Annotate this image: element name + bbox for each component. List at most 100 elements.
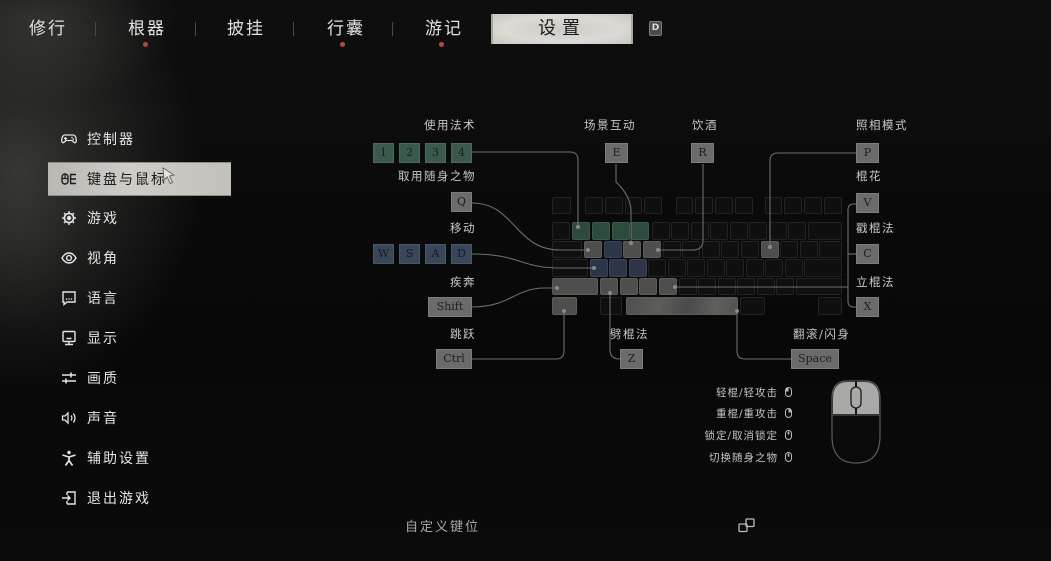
keyboard-key	[819, 241, 842, 258]
key-p[interactable]: P	[856, 143, 879, 163]
key-shift[interactable]: Shift	[428, 297, 472, 317]
mouse-binding-label: 切换随身之物	[709, 452, 778, 464]
key-3[interactable]: 3	[425, 143, 446, 163]
tab-journal[interactable]: 游记	[425, 19, 463, 39]
tab-cultivation[interactable]: 修行	[29, 19, 67, 39]
sidebar-item-label: 游戏	[87, 211, 119, 227]
mouse-binding-label: 锁定/取消锁定	[704, 430, 778, 442]
key-space[interactable]: Space	[791, 349, 839, 369]
key-d[interactable]: D	[451, 244, 472, 264]
key-s[interactable]: S	[399, 244, 420, 264]
key-z[interactable]: Z	[620, 349, 643, 369]
keyboard-key	[765, 259, 783, 277]
accessibility-icon	[62, 450, 76, 466]
key-2[interactable]: 2	[399, 143, 420, 163]
keyboard-key-highlighted	[629, 259, 647, 277]
key-w[interactable]: W	[373, 244, 394, 264]
binding-label-drink: 饮酒	[692, 118, 718, 132]
keyboard-key	[824, 197, 842, 214]
sidebar-item-quit-game[interactable]: 退出游戏	[48, 481, 231, 515]
tab-equipment[interactable]: 披挂	[227, 19, 265, 39]
keyboard-key	[808, 222, 842, 240]
keyboard-key	[676, 197, 693, 214]
sidebar-item-language[interactable]: 语言	[48, 281, 231, 315]
keyboard-key	[710, 222, 728, 240]
keyboard-key	[746, 259, 764, 277]
keyboard-key-highlighted	[590, 259, 608, 277]
notification-dot	[340, 42, 345, 47]
keyboard-key-highlighted	[761, 241, 779, 258]
keyboard-key-highlighted	[659, 278, 677, 295]
keyboard-key-highlighted	[612, 222, 630, 240]
key-x[interactable]: X	[856, 297, 879, 317]
tab-inventory[interactable]: 行囊	[327, 19, 365, 39]
key-v[interactable]: V	[856, 193, 879, 213]
window-restore-icon[interactable]	[738, 518, 755, 533]
keyboard-key	[687, 259, 705, 277]
key-1[interactable]: 1	[373, 143, 394, 163]
sidebar-item-display[interactable]: 显示	[48, 321, 231, 355]
keyboard-key	[671, 222, 689, 240]
keyboard-key	[730, 222, 748, 240]
key-a[interactable]: A	[425, 244, 446, 264]
right-click-icon	[785, 408, 792, 418]
customize-keybindings-button[interactable]: 自定义键位	[405, 520, 481, 535]
left-click-icon	[785, 387, 792, 397]
keyboard-key-highlighted	[626, 297, 738, 315]
mouse-binding-label: 轻棍/轻攻击	[715, 387, 778, 399]
keyboard-key	[784, 197, 802, 214]
sidebar-item-accessibility[interactable]: 辅助设置	[48, 441, 231, 475]
keyboard-key	[741, 241, 759, 258]
keyboard-key	[788, 222, 806, 240]
keyboard-key	[796, 278, 842, 295]
key-ctrl[interactable]: Ctrl	[436, 349, 472, 369]
tab-aptitude[interactable]: 根器	[128, 19, 166, 39]
sidebar-item-controller[interactable]: 控制器	[48, 122, 231, 156]
keyboard-key	[804, 259, 842, 277]
scroll-wheel-icon	[785, 452, 792, 462]
sidebar-item-game[interactable]: 游戏	[48, 201, 231, 235]
keyboard-key	[552, 259, 588, 277]
keyboard-key	[740, 297, 765, 315]
key-4[interactable]: 4	[451, 143, 472, 163]
key-c[interactable]: C	[856, 244, 879, 264]
key-r[interactable]: R	[691, 143, 714, 163]
binding-label-smash-stance: 劈棍法	[610, 327, 649, 341]
next-tab-hotkey-badge[interactable]: D	[649, 21, 662, 36]
sidebar-item-graphics[interactable]: 画质	[48, 361, 231, 395]
binding-label-staff-spin: 棍花	[856, 169, 882, 183]
mouse-cursor-icon	[162, 167, 176, 185]
keyboard-key	[605, 197, 623, 214]
sidebar-item-label: 键盘与鼠标	[87, 172, 167, 188]
keyboard-key	[707, 259, 725, 277]
keyboard-key	[625, 197, 642, 214]
sidebar-item-keyboard-mouse[interactable]: 键盘与鼠标	[48, 162, 231, 196]
key-q[interactable]: Q	[451, 192, 472, 212]
sidebar-item-audio[interactable]: 声音	[48, 401, 231, 435]
notification-dot	[143, 42, 148, 47]
keyboard-key-highlighted	[620, 278, 638, 295]
keyboard-key	[644, 197, 662, 214]
binding-label-move: 移动	[450, 221, 476, 235]
tab-settings[interactable]: 设置	[491, 14, 633, 44]
gear-icon	[62, 211, 76, 225]
keyboard-key-highlighted	[639, 278, 657, 295]
binding-label-interact: 场景互动	[584, 118, 636, 132]
keyboard-key	[765, 197, 782, 214]
keyboard-key	[780, 241, 798, 258]
mouse-diagram-icon	[831, 380, 881, 464]
keyboard-key-highlighted	[552, 278, 598, 295]
keyboard-key	[757, 278, 775, 295]
exit-icon	[62, 491, 76, 505]
key-e[interactable]: E	[605, 143, 628, 163]
sidebar-item-camera[interactable]: 视角	[48, 241, 231, 275]
monitor-icon	[62, 330, 76, 346]
keyboard-key	[695, 197, 713, 214]
gamepad-icon	[61, 134, 77, 144]
tab-divider	[95, 22, 96, 36]
speaker-icon	[61, 411, 76, 425]
keyboard-key	[668, 259, 686, 277]
keyboard-key	[600, 297, 622, 315]
binding-label-photo-mode: 照相模式	[856, 118, 908, 132]
keyboard-key	[818, 297, 842, 315]
